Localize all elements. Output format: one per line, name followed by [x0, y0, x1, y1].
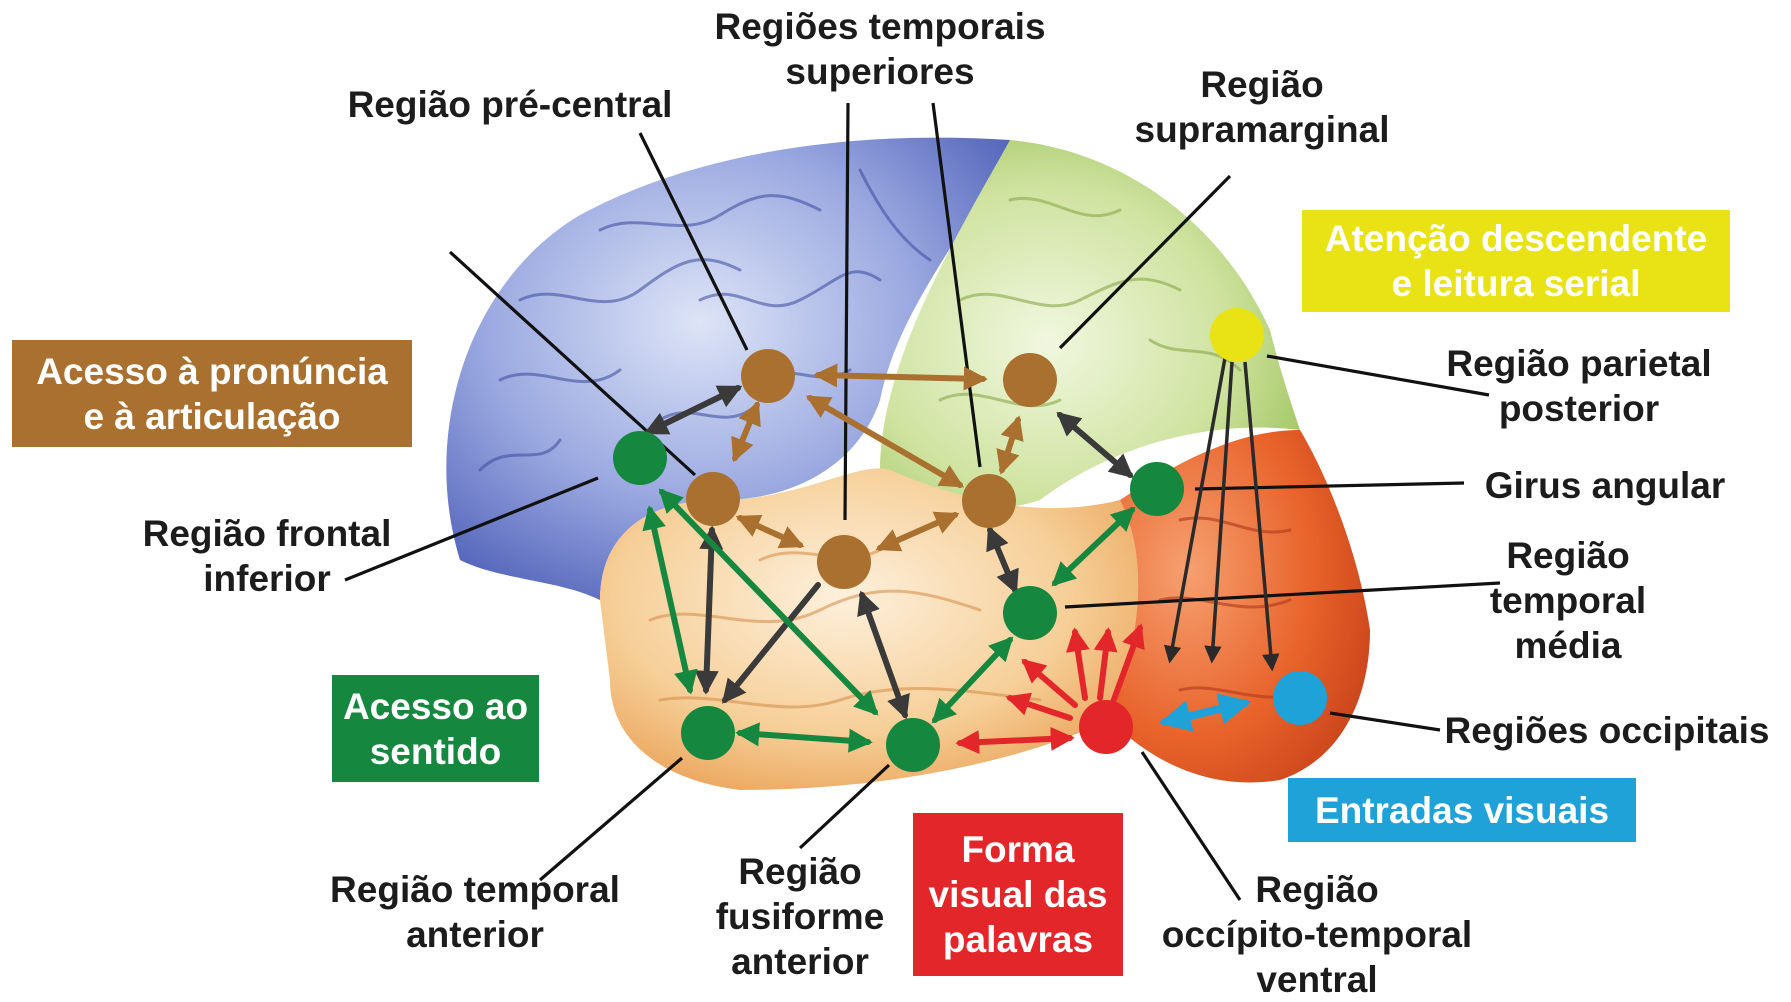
arrow-supramarginal-angular [1056, 411, 1134, 479]
arrow-attention-3 [1243, 361, 1280, 672]
arrow-visualform-out-5 [1109, 623, 1145, 708]
label-precentral: Região pré-central [347, 84, 673, 125]
node-middle-temporal [1003, 586, 1057, 640]
node-inferior-frontal [613, 431, 667, 485]
label-supramarginal: Região supramarginal [1134, 64, 1390, 150]
category-box-attention: Atenção descendente e leitura serial [1302, 210, 1730, 312]
arrow-visualform-out-2 [1021, 658, 1078, 708]
leader-occipital [1329, 711, 1441, 732]
label-middle-temporal: Região temporal média [1489, 535, 1647, 666]
leader-precentral [638, 132, 749, 351]
arrow-frontal-precentral [643, 385, 743, 435]
arrow-attention-2 [1204, 361, 1234, 664]
leader-anterior-temporal [538, 756, 684, 882]
label-anterior-temporal: Região temporal anterior [330, 869, 620, 955]
label-ventral-occipitotemporal: Região occípito-temporal ventral [1161, 869, 1473, 1000]
arrow-anteriortemporal-fusiform [735, 722, 873, 753]
category-box-meaning: Acesso ao sentido [332, 675, 539, 782]
arrow-temporal-superiortemporal [875, 511, 960, 552]
leader-angular-gyrus [1194, 481, 1465, 491]
arrow-visualform-occipital [1158, 693, 1252, 732]
arrow-fusiform-middletemporal [931, 636, 1014, 724]
node-supramarginal [1003, 353, 1057, 407]
category-box-pronunciation: Acesso à pronúncia e à articulação [12, 340, 412, 447]
label-inferior-frontal: Região frontal inferior [142, 513, 392, 599]
arrow-superiortemporal-supramarginal [996, 415, 1024, 475]
arrow-superiortemporal-middletemporal [986, 525, 1019, 595]
leader-ventral-occipitotemporal [1140, 751, 1242, 901]
leader-inferior-frontal [344, 476, 599, 582]
arrow-visualform-fusiform [955, 726, 1075, 755]
leader-superior-temporal-2 [931, 102, 982, 468]
leader-posterior-parietal [1266, 354, 1490, 397]
node-anterior-fusiform [886, 718, 940, 772]
arrow-visualform-out-3 [1066, 627, 1090, 701]
arrow-visualform-out-1 [1005, 692, 1073, 721]
arrow-visualform-out-4 [1093, 627, 1118, 701]
label-angular-gyrus: Girus angular [1484, 465, 1726, 506]
node-angular-gyrus [1130, 462, 1184, 516]
node-ventral-occipitotemporal [1079, 700, 1133, 754]
category-box-visual-input: Entradas visuais [1288, 778, 1636, 842]
node-anterior-temporal [681, 706, 735, 760]
leader-middle-temporal [1064, 581, 1501, 609]
leader-supramarginal [1058, 174, 1232, 350]
node-precentral [741, 349, 795, 403]
category-box-visual-form: Forma visual das palavras [913, 813, 1123, 976]
node-superior-temporal-anterior [817, 535, 871, 589]
arrow-precentral-insula [731, 400, 761, 463]
label-posterior-parietal: Região parietal posterior [1446, 343, 1712, 429]
label-occipital: Regiões occipitais [1444, 710, 1770, 751]
label-superior-temporal: Regiões temporais superiores [714, 6, 1046, 92]
arrow-frontal-fusiform [658, 488, 879, 716]
arrow-attention-1 [1163, 357, 1227, 664]
arrow-middletemporal-angular [1051, 506, 1136, 587]
arrow-precentral-superiortemporal [805, 395, 965, 488]
label-anterior-fusiform: Região fusiforme anterior [715, 851, 885, 982]
node-occipital [1273, 671, 1327, 725]
node-superior-temporal-posterior [962, 474, 1016, 528]
leader-anterior-fusiform [798, 763, 891, 850]
node-posterior-parietal [1210, 308, 1264, 362]
arrow-precentral-supramarginal [813, 363, 988, 391]
node-group [613, 308, 1327, 772]
node-insula-anterior [686, 472, 740, 526]
